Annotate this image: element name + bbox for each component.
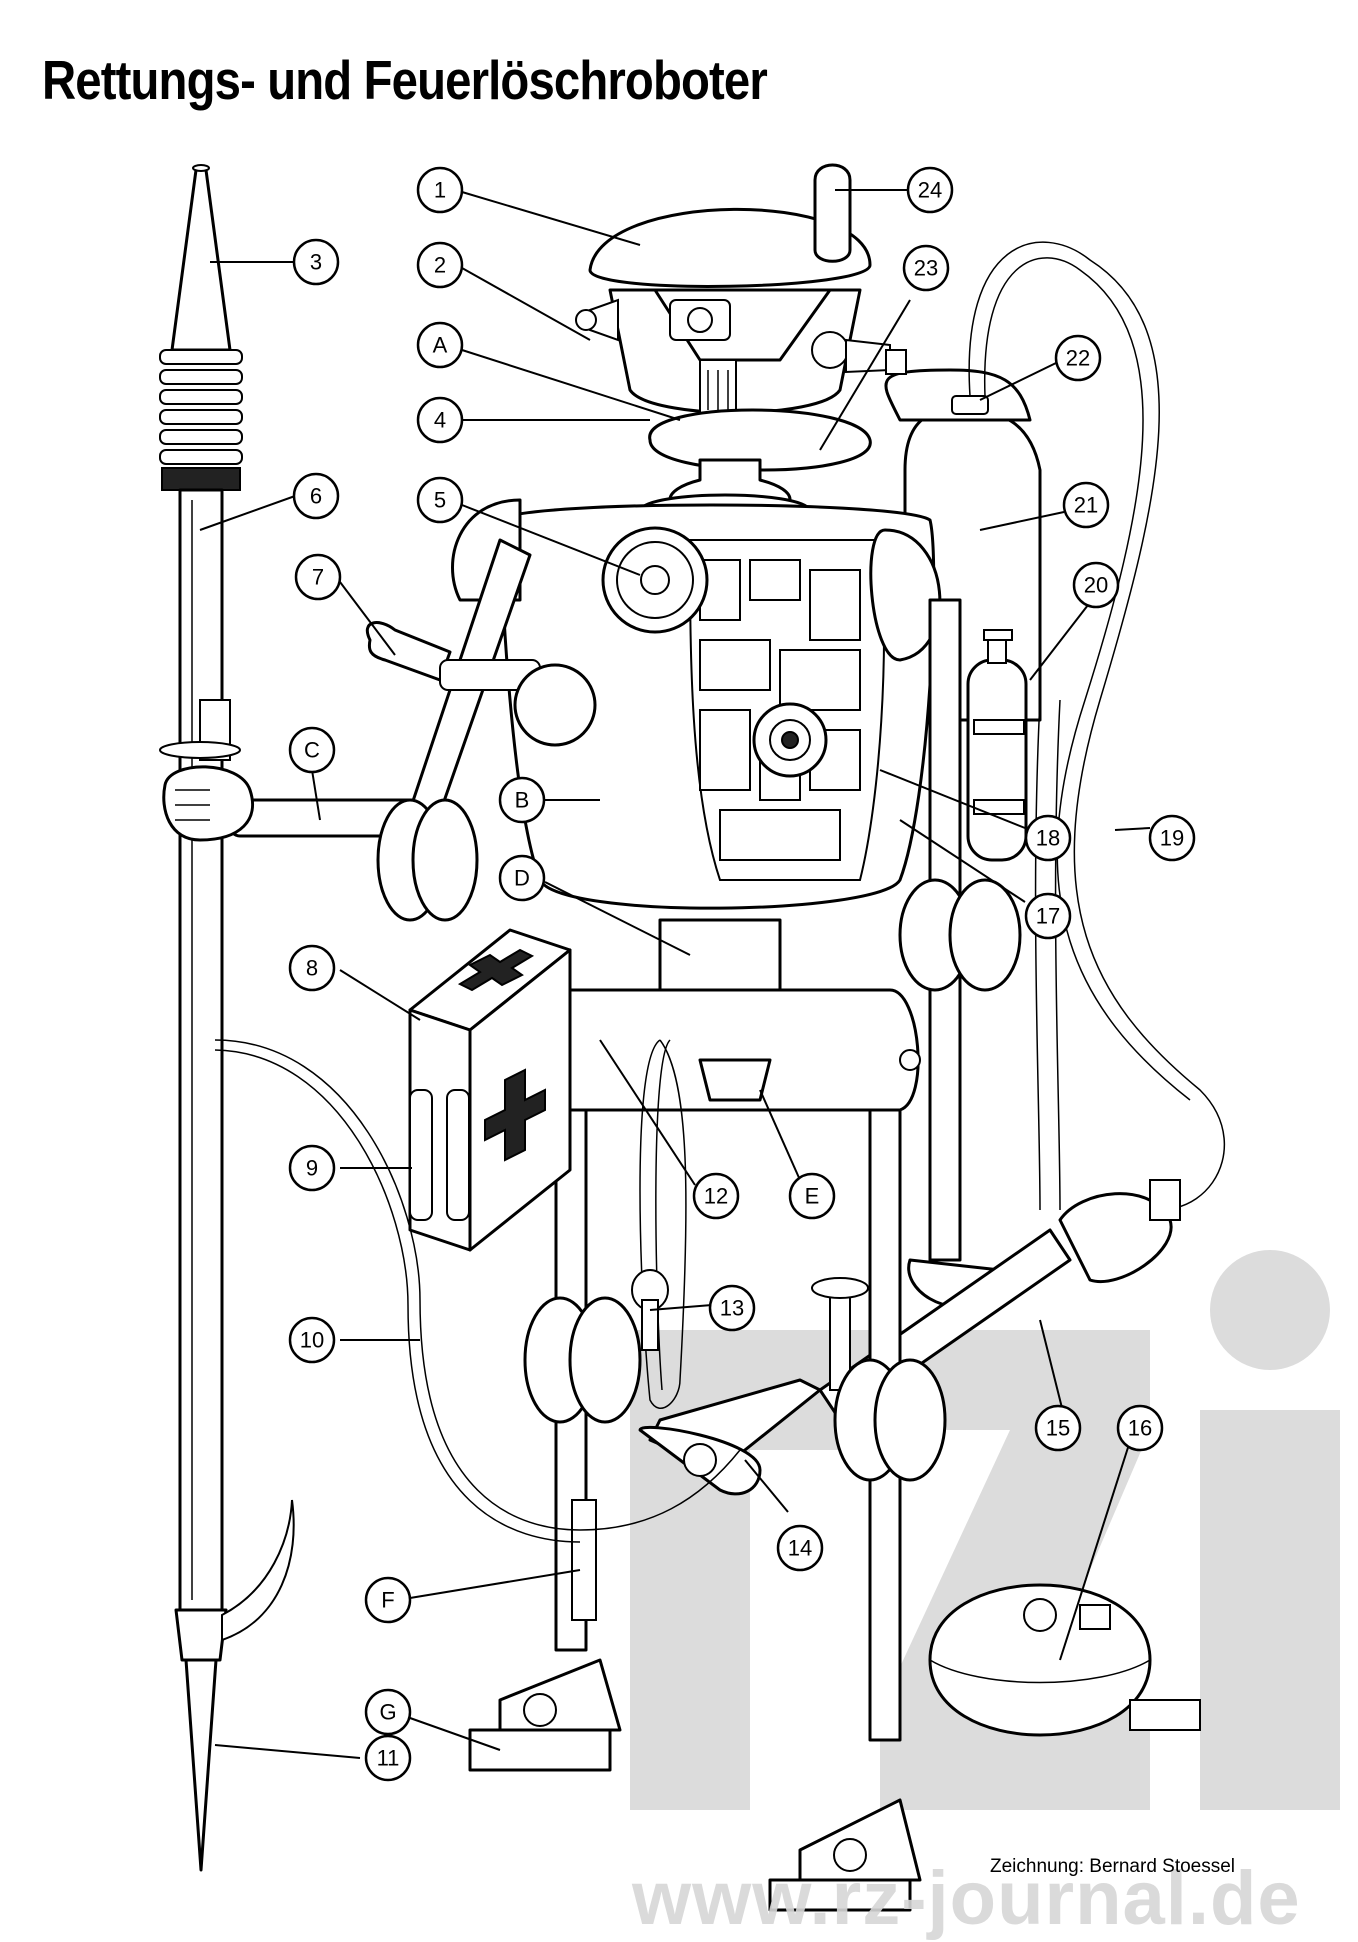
robot-torso (451, 498, 942, 910)
callout-13: 13 (708, 1284, 756, 1332)
leader-lines (199, 189, 1151, 1759)
callout-label: G (379, 1700, 396, 1725)
callout-B: B (498, 776, 546, 824)
callout-16: 16 (1116, 1404, 1164, 1452)
callout-label: 2 (434, 253, 446, 278)
robot-pelvis (529, 918, 921, 1112)
callout-label: 3 (310, 250, 322, 275)
first-aid-kit (408, 928, 572, 1252)
callout-11: 11 (364, 1734, 412, 1782)
callout-label: 17 (1036, 904, 1060, 929)
callout-label: 20 (1084, 573, 1108, 598)
callout-label: 15 (1046, 1416, 1070, 1441)
callout-label: 13 (720, 1296, 744, 1321)
callout-20: 20 (1072, 561, 1120, 609)
callout-label: 19 (1160, 826, 1184, 851)
callout-3: 3 (292, 238, 340, 286)
robot-right-arm (898, 598, 1022, 1308)
rescue-cushion (928, 1583, 1201, 1737)
callout-label: 5 (434, 488, 446, 513)
callout-label: 21 (1074, 493, 1098, 518)
callout-label: 24 (918, 178, 942, 203)
callout-label: 6 (310, 484, 322, 509)
callout-1: 1 (416, 166, 464, 214)
callout-F: F (364, 1576, 412, 1624)
callout-label: 10 (300, 1328, 324, 1353)
rescue-pole (159, 164, 295, 1872)
callout-label: 18 (1036, 826, 1060, 851)
callout-17: 17 (1024, 892, 1072, 940)
callout-label: 4 (434, 408, 446, 433)
callout-label: 14 (788, 1536, 812, 1561)
callout-7: 7 (294, 553, 342, 601)
robot-left-leg (468, 1108, 642, 1772)
callout-4: 4 (416, 396, 464, 444)
callout-10: 10 (288, 1316, 336, 1364)
callout-G: G (364, 1688, 412, 1736)
callout-8: 8 (288, 944, 336, 992)
robot-left-arm (162, 538, 597, 922)
callout-D: D (498, 854, 546, 902)
long-hose (214, 1039, 741, 1531)
callout-label: 1 (434, 178, 446, 203)
callout-15: 15 (1034, 1404, 1082, 1452)
callout-label: 12 (704, 1184, 728, 1209)
callout-19: 19 (1148, 814, 1196, 862)
callout-14: 14 (776, 1524, 824, 1572)
callout-5: 5 (416, 476, 464, 524)
callout-label: 9 (306, 1156, 318, 1181)
callout-label: C (304, 738, 320, 763)
callout-12: 12 (692, 1172, 740, 1220)
callout-22: 22 (1054, 334, 1102, 382)
drawing-credit: Zeichnung: Bernard Stoessel (990, 1856, 1236, 1877)
callout-label: D (514, 866, 530, 891)
callout-label: 8 (306, 956, 318, 981)
callout-label: 22 (1066, 346, 1090, 371)
callout-2: 2 (416, 241, 464, 289)
page-title: Rettungs- und Feuerlöschroboter (42, 49, 768, 111)
callout-label: F (381, 1588, 394, 1613)
callout-6: 6 (292, 472, 340, 520)
callout-label: 16 (1128, 1416, 1152, 1441)
callout-C: C (288, 726, 336, 774)
callout-23: 23 (902, 244, 950, 292)
callout-A: A (416, 321, 464, 369)
callout-E: E (788, 1172, 836, 1220)
robot-right-leg (768, 1108, 947, 1912)
callout-24: 24 (906, 166, 954, 214)
callout-label: 23 (914, 256, 938, 281)
callout-label: 11 (377, 1746, 400, 1771)
callout-label: 7 (312, 565, 324, 590)
callout-label: A (433, 333, 448, 358)
callout-18: 18 (1024, 814, 1072, 862)
callout-21: 21 (1062, 481, 1110, 529)
callout-label: E (805, 1184, 820, 1209)
callout-label: B (515, 788, 530, 813)
robot-head (575, 163, 907, 461)
callout-9: 9 (288, 1144, 336, 1192)
